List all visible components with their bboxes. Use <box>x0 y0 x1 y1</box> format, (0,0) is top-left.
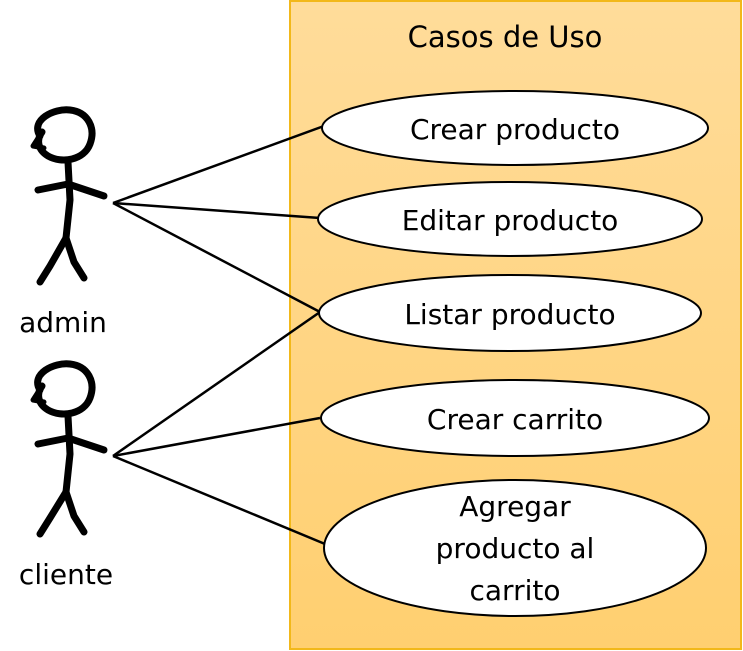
actor-name: cliente <box>19 558 113 591</box>
association-admin-editar-producto <box>112 201 321 220</box>
use-case-label: Crear carrito <box>427 403 603 436</box>
use-case-label-line-3: carrito <box>470 574 561 607</box>
system-title: Casos de Uso <box>408 20 603 54</box>
use-case-crear-producto: Crear producto <box>321 90 709 166</box>
stick-figure-icon <box>30 360 108 538</box>
use-case-crear-carrito: Crear carrito <box>320 379 710 457</box>
actor-name: admin <box>19 306 107 339</box>
use-case-ellipse <box>323 479 707 617</box>
actor-admin: admin <box>19 106 108 339</box>
use-case-label-line-2: producto al <box>436 532 595 565</box>
use-case-ellipse <box>318 274 702 352</box>
use-case-label: Listar producto <box>404 298 615 331</box>
use-case-editar-producto: Editar producto <box>317 181 703 257</box>
use-case-agregar-producto-al-carrito: Agregar producto al carrito <box>323 479 707 617</box>
use-case-listar-producto: Listar producto <box>318 274 702 352</box>
association-cliente-crear-carrito <box>112 416 321 458</box>
association-cliente-listar-producto <box>112 310 321 458</box>
use-case-label: Crear producto <box>410 113 620 146</box>
use-case-ellipse <box>321 90 709 166</box>
association-cliente-agregar-producto-al-carrito <box>112 454 326 546</box>
association-admin-listar-producto <box>112 201 321 314</box>
use-case-ellipse <box>317 181 703 257</box>
use-case-label: Editar producto <box>402 204 619 237</box>
use-case-ellipse <box>320 379 710 457</box>
associations <box>112 124 326 546</box>
use-case-label-line-1: Agregar <box>459 490 571 523</box>
stick-figure-icon <box>30 106 108 286</box>
actor-cliente: cliente <box>19 360 113 591</box>
association-admin-crear-producto <box>112 124 325 205</box>
